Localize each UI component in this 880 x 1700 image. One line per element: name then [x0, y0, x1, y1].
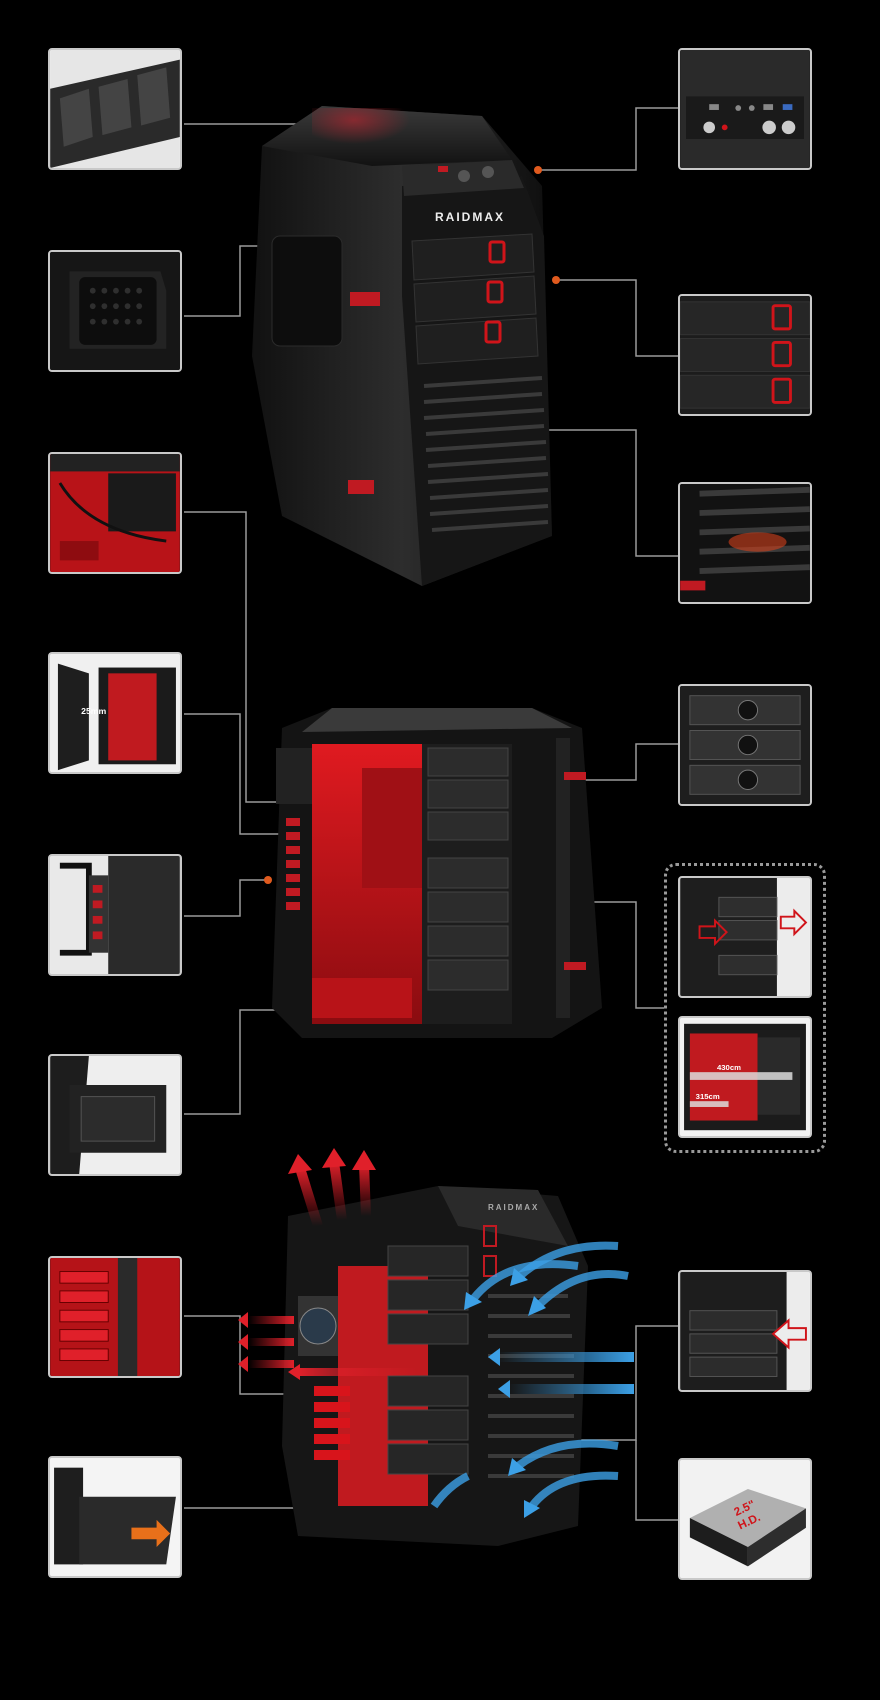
intake-arrows [430, 1241, 634, 1518]
brand-logo-small: RAIDMAX [488, 1203, 539, 1212]
bay-latch-thumb [678, 294, 812, 416]
hdd-tray-thumb: 2.5" H.D. [678, 1458, 812, 1580]
side-clearance-thumb: 25mm [48, 652, 182, 774]
exhaust-rear-arrows [238, 1312, 418, 1380]
gpu-length-label: 430cm [717, 1063, 741, 1072]
interior-cable-thumb [48, 452, 182, 574]
side-fan-thumb [48, 250, 182, 372]
brand-logo: RAIDMAX [435, 210, 505, 224]
ssd-bracket-thumb [48, 1054, 182, 1176]
gpu-clearance-group [664, 863, 826, 1153]
rear-handle-thumb [48, 854, 182, 976]
hdd-slot-thumb [678, 1270, 812, 1392]
case-interior-view [272, 708, 612, 1048]
clearance-label: 25mm [81, 706, 106, 716]
psu-tray-thumb [48, 1456, 182, 1578]
exhaust-up-arrows [288, 1148, 376, 1228]
front-mesh-thumb [678, 482, 812, 604]
case-airflow-view: RAIDMAX [238, 1146, 638, 1556]
case-front-view: RAIDMAX [252, 96, 592, 596]
gpu-length-thumb: 430cm 315cm [678, 1016, 812, 1138]
top-vent-thumb [48, 48, 182, 170]
hdd-cage-removal-thumb [678, 876, 812, 998]
front-io-thumb [678, 48, 812, 170]
cpu-cooler-label: 315cm [696, 1092, 720, 1101]
tool-free-bay-thumb [678, 684, 812, 806]
pci-slot-thumb [48, 1256, 182, 1378]
